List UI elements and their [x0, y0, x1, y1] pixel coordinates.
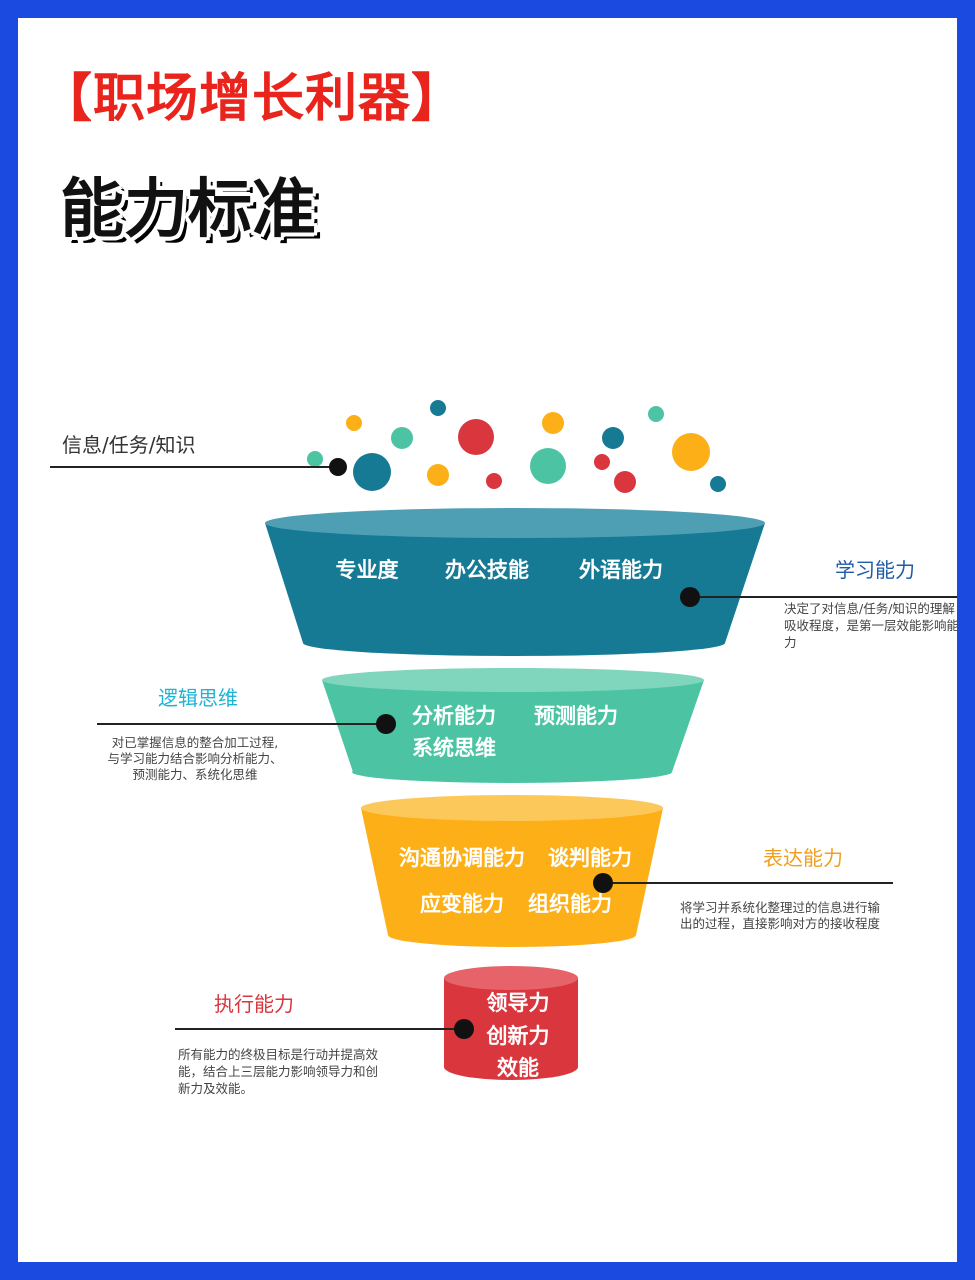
tier-4-label: 效能 [497, 1056, 539, 1080]
tier-3-desc-line: 将学习并系统化整理过的信息进行输 [680, 900, 881, 915]
tier-1: 专业度 办公技能 外语能力 [265, 508, 765, 656]
banner-title: 【职场增长利器】 [40, 69, 465, 129]
dot [486, 473, 502, 489]
dot [710, 476, 726, 492]
tier-1-desc-line: 吸收程度，是第一层效能影响能 [784, 618, 957, 633]
dot [458, 419, 494, 455]
tier-3-top [361, 795, 663, 821]
tier-2-desc-line: 与学习能力结合影响分析能力、 [107, 751, 282, 766]
dot [594, 454, 610, 470]
tier-2-bottom [352, 761, 672, 783]
tier-2-top [322, 668, 704, 692]
tier-3-side-title: 表达能力 [763, 846, 843, 870]
tier-3-label: 谈判能力 [548, 846, 632, 870]
tier-3-label: 沟通协调能力 [399, 846, 525, 870]
tier-3-connector-dot [593, 873, 613, 893]
tier-3-desc-line: 出的过程，直接影响对方的接收程度 [680, 916, 881, 931]
poster-canvas: 【职场增长利器】 能力标准 信息/任务/知识 [18, 18, 957, 1262]
tier-2-label: 分析能力 [412, 704, 496, 728]
funnel-diagram: 信息/任务/知识 专业度 办公技能 外语能力 学习能力 决定了对信息/任务/知识… [50, 400, 957, 1096]
dot [542, 412, 564, 434]
tier-3-label: 组织能力 [528, 892, 612, 916]
input-connector-dot [329, 458, 347, 476]
tier-2-body [322, 680, 704, 772]
tier-3-bottom [388, 923, 636, 947]
tier-2-side-title: 逻辑思维 [158, 686, 238, 710]
dot [307, 451, 323, 467]
tier-1-label: 外语能力 [579, 558, 663, 582]
tier-4-side-title: 执行能力 [214, 992, 294, 1016]
dot [602, 427, 624, 449]
tier-4-top [444, 966, 578, 990]
tier-4-desc-line: 能，结合上三层能力影响领导力和创 [178, 1064, 378, 1079]
dot [614, 471, 636, 493]
tier-1-connector-dot [680, 587, 700, 607]
tier-4-connector-dot [454, 1019, 474, 1039]
tier-1-side-title: 学习能力 [835, 558, 915, 582]
dot [346, 415, 362, 431]
tier-2-desc-line: 对已掌握信息的整合加工过程, [112, 735, 278, 750]
tier-2-label: 系统思维 [412, 736, 496, 760]
dot [672, 433, 710, 471]
input-label: 信息/任务/知识 [62, 433, 195, 457]
tier-4-label: 领导力 [487, 991, 550, 1015]
tier-1-label: 办公技能 [445, 558, 529, 582]
tier-3-label: 应变能力 [420, 892, 504, 916]
dot [427, 464, 449, 486]
input-dots [307, 400, 726, 493]
tier-4-body [444, 978, 578, 1067]
tier-4-label: 创新力 [486, 1024, 550, 1048]
tier-4: 领导力 创新力 效能 [444, 966, 578, 1080]
tier-2-desc-line: 预测能力、系统化思维 [132, 767, 257, 782]
tier-2-label: 预测能力 [534, 704, 618, 728]
tier-1-desc-line: 决定了对信息/任务/知识的理解 [784, 601, 955, 616]
tier-2: 分析能力 预测能力 系统思维 [322, 668, 704, 783]
tier-4-desc-line: 所有能力的终极目标是行动并提高效 [178, 1047, 379, 1062]
tier-1-desc-line: 力 [784, 635, 797, 650]
tier-1-bottom [303, 630, 725, 656]
tier-3-body [361, 808, 663, 935]
page-title: 能力标准 [60, 173, 316, 247]
tier-2-connector-dot [376, 714, 396, 734]
dot [353, 453, 391, 491]
tier-1-body [265, 523, 765, 643]
dot [530, 448, 566, 484]
dot [391, 427, 413, 449]
tier-1-label: 专业度 [336, 558, 399, 582]
dot [648, 406, 664, 422]
tier-3: 沟通协调能力 谈判能力 应变能力 组织能力 [361, 795, 663, 947]
tier-4-desc-line: 新力及效能。 [178, 1081, 253, 1096]
tier-4-bottom [444, 1054, 578, 1080]
dot [430, 400, 446, 416]
tier-1-top [265, 508, 765, 538]
